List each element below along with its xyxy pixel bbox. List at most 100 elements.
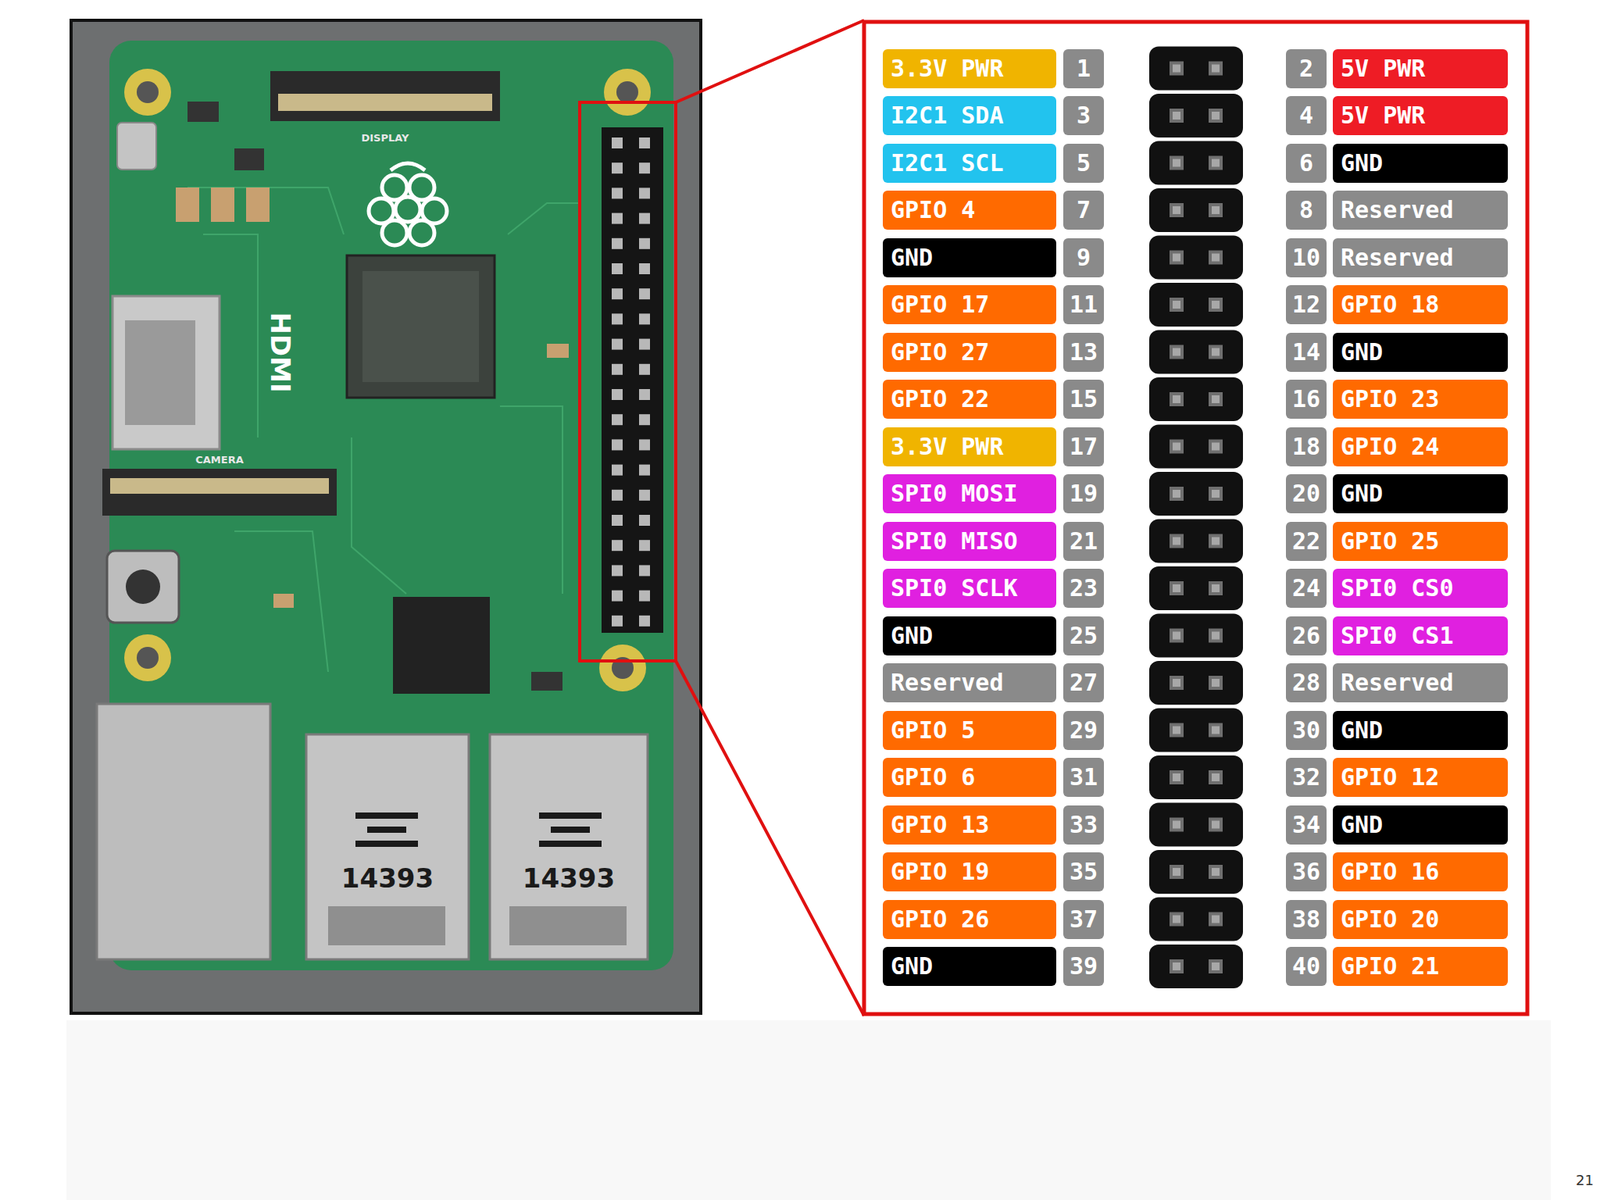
header-segment — [1149, 944, 1243, 989]
header-pin — [611, 514, 623, 526]
header-pin — [639, 514, 650, 526]
header-pin — [639, 590, 650, 602]
header-pin — [1169, 581, 1184, 596]
header-pin — [1169, 912, 1184, 927]
pin-name: Reserved — [890, 671, 1004, 695]
header-pin — [1208, 486, 1223, 501]
pin-function-box: GND — [1332, 332, 1508, 372]
header-pin-tip — [1172, 300, 1181, 309]
header-pin-tip — [1172, 442, 1181, 451]
pinout-frame — [864, 21, 1528, 1015]
header-pin — [639, 389, 650, 400]
header-pin — [1169, 864, 1184, 879]
pin-number-box: 5 — [1063, 143, 1104, 183]
pin-number: 1 — [1076, 57, 1091, 81]
header-pin — [611, 238, 623, 250]
capacitor — [273, 593, 294, 608]
pin-name: GPIO 12 — [1340, 765, 1440, 790]
header-pin — [639, 137, 650, 149]
gpio-header — [601, 127, 664, 633]
usb-ethernet-chip — [392, 596, 490, 694]
soc-chip — [346, 255, 495, 398]
header-pin — [1169, 675, 1184, 690]
header-pin-tip — [1172, 632, 1181, 640]
pin-function-box: SPI0 MISO — [882, 521, 1057, 561]
capacitor — [210, 187, 235, 222]
connector-label: CAMERA — [195, 454, 244, 465]
trace — [351, 437, 407, 594]
header-pin — [611, 364, 623, 375]
header-pin-tip — [1211, 111, 1220, 120]
pin-name: GND — [890, 954, 933, 979]
usb-opening — [509, 906, 627, 946]
pin-number: 4 — [1299, 103, 1314, 128]
pin-name: 5V PWR — [1340, 103, 1425, 128]
header-pin — [611, 615, 623, 627]
pin-function-box: GPIO 6 — [882, 757, 1057, 797]
pin-number: 29 — [1069, 718, 1098, 743]
header-segment — [1149, 803, 1243, 847]
pin-number: 38 — [1292, 907, 1321, 932]
components — [175, 101, 569, 691]
pin-name: I2C1 SDA — [890, 103, 1004, 128]
header-pin-tip — [1172, 537, 1181, 546]
header-pin — [1208, 250, 1223, 265]
header-pin — [611, 464, 623, 476]
header-pin — [1169, 723, 1184, 738]
header-pin — [1169, 770, 1184, 785]
pin-name: GND — [1340, 813, 1383, 837]
header-pin-tip — [1211, 395, 1220, 404]
trace — [507, 203, 579, 235]
pin-number: 7 — [1076, 198, 1091, 222]
pin-number: 15 — [1069, 387, 1098, 411]
header-pin — [1208, 534, 1223, 549]
header-pin — [1169, 817, 1184, 833]
pin-function-box: GND — [882, 616, 1057, 656]
header-pin — [611, 137, 623, 149]
pin-number-box: 27 — [1063, 663, 1104, 703]
header-segment — [1149, 660, 1243, 705]
pin-number: 2 — [1299, 57, 1314, 81]
pin-name: GPIO 13 — [890, 813, 990, 837]
pin-number: 22 — [1292, 529, 1321, 554]
header-pin-tip — [1211, 821, 1220, 829]
header-segment — [1149, 614, 1243, 658]
pin-function-box: GPIO 25 — [1332, 521, 1508, 561]
pin-function-box: GPIO 26 — [882, 900, 1057, 940]
header-pin — [1169, 959, 1184, 974]
pin-name: GPIO 23 — [1340, 387, 1440, 411]
header-pin — [639, 615, 650, 627]
pin-name: SPI0 MISO — [890, 529, 1018, 554]
header-pin-tip — [1211, 206, 1220, 215]
usb-mark — [550, 826, 590, 833]
header-pin — [1169, 345, 1184, 360]
pin-number: 40 — [1292, 954, 1321, 979]
usb-mark — [539, 840, 602, 847]
pin-function-box: GPIO 5 — [882, 710, 1057, 750]
header-segment — [1149, 377, 1243, 422]
header-segment — [1149, 425, 1243, 469]
header-pin-tip — [1172, 915, 1181, 924]
pin-number-box: 18 — [1285, 427, 1327, 467]
pin-number: 5 — [1076, 151, 1091, 175]
pin-number: 11 — [1069, 292, 1098, 317]
pin-number-box: 25 — [1063, 616, 1104, 656]
pin-name: GPIO 21 — [1340, 954, 1440, 979]
pin-function-box: I2C1 SDA — [882, 96, 1057, 136]
pin-number-box: 22 — [1285, 521, 1327, 561]
header-pin — [1169, 439, 1184, 454]
pin-number-box: 7 — [1063, 190, 1104, 230]
pin-function-box: GPIO 13 — [882, 805, 1057, 845]
header-pin-tip — [1211, 962, 1220, 971]
pin-number-box: 23 — [1063, 568, 1104, 608]
header-pin — [1208, 345, 1223, 360]
mounting-hole — [136, 81, 159, 104]
mounting-hole — [124, 68, 172, 116]
pin-function-box: GPIO 20 — [1332, 900, 1508, 940]
display-connector-contacts — [278, 93, 493, 111]
header-pin-tip — [1211, 584, 1220, 593]
header-pin — [639, 313, 650, 325]
pin-function-box: GPIO 16 — [1332, 852, 1508, 892]
pin-name: GPIO 19 — [890, 860, 990, 884]
pin-number: 9 — [1076, 246, 1091, 270]
